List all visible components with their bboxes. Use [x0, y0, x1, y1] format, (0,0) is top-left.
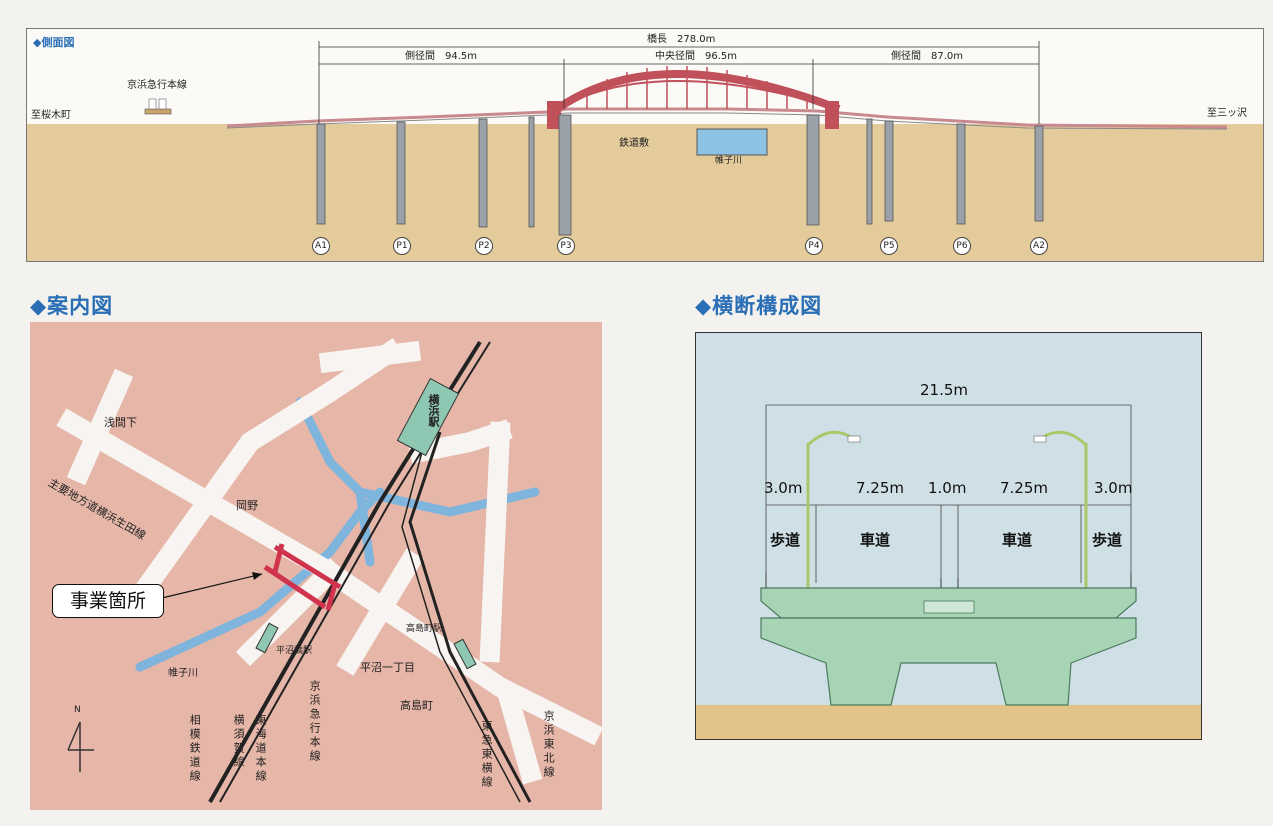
- takashimacho-label: 高島町: [400, 699, 433, 712]
- width-lane-left: 7.25m: [856, 479, 905, 497]
- pier-p3: P3: [557, 237, 575, 255]
- span-center: 中央径間 96.5m: [655, 51, 738, 62]
- pier-p4: P4: [805, 237, 823, 255]
- cross-section-panel: 21.5m 3.0m 7.25m 1.0m 7.25m 3.0m 歩道 車道 車…: [695, 332, 1202, 740]
- pier-p5: P5: [880, 237, 898, 255]
- river-water: [696, 128, 768, 156]
- river-label: 帷子川: [715, 156, 743, 166]
- pier-p6: P6: [953, 237, 971, 255]
- arch: [554, 70, 841, 113]
- lane-road-left: 車道: [860, 531, 891, 549]
- right-destination: 至三ッ沢: [1207, 108, 1247, 119]
- cross-section-title: ◆横断構成図: [695, 294, 823, 318]
- katabira-river-label: 帷子川: [168, 668, 198, 679]
- cross-section-drawing: [696, 333, 1201, 739]
- width-sidewalk-left: 3.0m: [764, 479, 803, 497]
- width-sidewalk-right: 3.0m: [1094, 479, 1133, 497]
- north-label: N: [74, 705, 81, 715]
- pier-a1: A1: [312, 237, 330, 255]
- line-tokyu-toyoko: 東急東横線: [480, 720, 494, 790]
- hiranuma-1-label: 平沼一丁目: [360, 661, 415, 674]
- railway-yard-label: 鉄道敷: [619, 138, 649, 149]
- takashimacho-station-label: 高島町駅: [406, 624, 443, 634]
- line-yokosuka: 横須賀線: [232, 714, 246, 770]
- sengenshita-label: 浅間下: [104, 416, 137, 429]
- katabira-river: [135, 487, 385, 672]
- line-sotetsu: 相模鉄道線: [188, 714, 202, 784]
- line-keikyu: 京浜急行本線: [308, 680, 322, 764]
- side-view-title: ◆側面図: [33, 36, 75, 49]
- left-destination: 至桜木町: [31, 110, 71, 121]
- guide-map-drawing: [56, 338, 602, 803]
- total-width: 21.5m: [920, 381, 969, 399]
- okano-label: 岡野: [236, 499, 258, 512]
- keikyu-label: 京浜急行本線: [127, 80, 187, 91]
- lane-sidewalk-right: 歩道: [1092, 531, 1123, 549]
- pier-p2: P2: [475, 237, 493, 255]
- yokohama-station-label: 横浜駅: [427, 394, 440, 427]
- pier-p1: P1: [393, 237, 411, 255]
- lane-road-right: 車道: [1002, 531, 1033, 549]
- span-right: 側径間 87.0m: [891, 51, 964, 62]
- side-view-panel: ◆側面図 橋長 278.0m 側径間 94.5m 中央径間 96.5m 側径間 …: [26, 28, 1264, 262]
- side-view-drawing: [27, 41, 1263, 261]
- site-label: 事業箇所: [52, 584, 164, 618]
- lane-sidewalk-left: 歩道: [770, 531, 801, 549]
- hiranuma-station-label: 平沼橋駅: [276, 646, 313, 656]
- pier-a2: A2: [1030, 237, 1048, 255]
- width-median: 1.0m: [928, 479, 967, 497]
- line-keihin-tohoku: 京浜東北線: [542, 710, 556, 780]
- width-lane-right: 7.25m: [1000, 479, 1049, 497]
- guide-map-panel: 浅間下 主要地方道横浜生田線 岡野 横浜駅 事業箇所 平沼橋駅 高島町駅 平沼一…: [30, 322, 602, 810]
- total-length: 橋長 278.0m: [647, 34, 716, 45]
- yokohama-station-box: [396, 377, 460, 457]
- ground: [27, 124, 1263, 261]
- site-marker: [263, 543, 342, 611]
- span-left: 側径間 94.5m: [405, 51, 478, 62]
- line-tokaido: 東海道本線: [254, 714, 268, 784]
- guide-map-title: ◆案内図: [30, 294, 114, 318]
